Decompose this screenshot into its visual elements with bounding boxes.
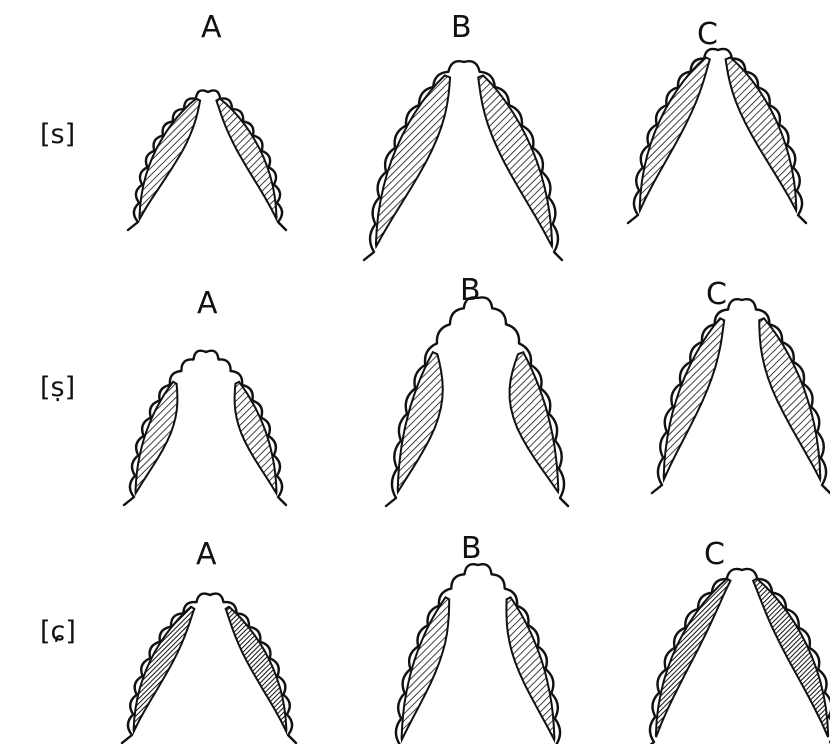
tongue-contact-left xyxy=(656,579,731,737)
palatogram-2-c xyxy=(652,299,830,493)
palatogram-2-a xyxy=(124,351,286,505)
column-label-b-row2: B xyxy=(460,273,481,308)
row-label-s-retroflex: [ṣ] xyxy=(40,372,75,403)
column-label-c-row3: C xyxy=(704,537,725,572)
tongue-contact-right xyxy=(753,579,828,737)
palatogram-1-a xyxy=(128,90,286,230)
tongue-contact-right xyxy=(226,607,287,732)
palatogram-3-c xyxy=(644,569,830,744)
tongue-contact-left xyxy=(402,597,450,739)
column-label-a-row2: A xyxy=(197,286,218,321)
tongue-contact-left xyxy=(134,607,195,732)
tongue-contact-right xyxy=(510,352,559,492)
tongue-contact-right xyxy=(506,597,554,739)
tongue-contact-right xyxy=(478,75,552,246)
column-label-a-row1: A xyxy=(201,10,222,45)
column-label-a-row3: A xyxy=(196,537,217,572)
palatogram-grid xyxy=(122,49,830,744)
tongue-contact-right xyxy=(726,57,797,210)
row-label-alveolopalatal: [ɕ] xyxy=(40,616,76,647)
tongue-contact-right xyxy=(216,99,276,219)
tongue-contact-left xyxy=(140,99,201,219)
palatogram-1-b xyxy=(364,61,562,260)
tongue-contact-left xyxy=(376,75,450,246)
tongue-contact-left xyxy=(664,318,725,479)
tongue-contact-left xyxy=(398,352,443,492)
tongue-contact-left xyxy=(640,57,710,210)
palatogram-2-b xyxy=(386,297,568,506)
tongue-contact-right xyxy=(759,318,820,479)
palatogram-1-c xyxy=(628,49,806,223)
column-label-b-row3: B xyxy=(461,531,482,566)
palatogram-3-a xyxy=(122,594,296,743)
palatogram-3-b xyxy=(390,564,564,744)
column-label-c-row1: C xyxy=(697,17,718,52)
row-label-s: [s] xyxy=(40,119,75,150)
column-label-c-row2: C xyxy=(706,277,727,312)
column-label-b-row1: B xyxy=(451,10,472,45)
